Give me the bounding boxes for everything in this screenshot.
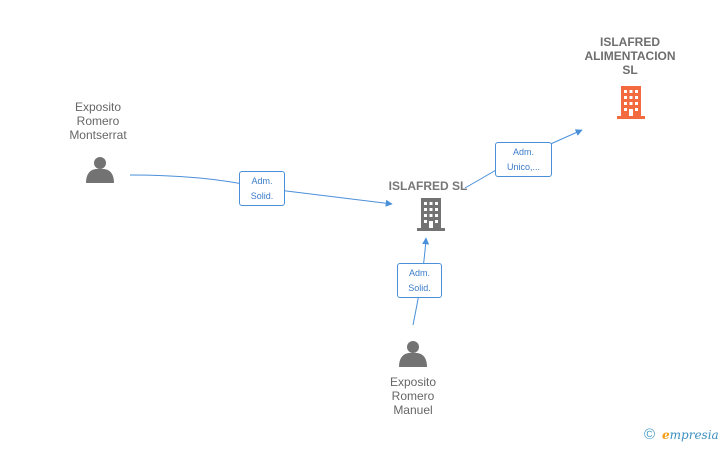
node-label-montserrat[interactable]: Exposito Romero Montserrat — [50, 100, 146, 142]
label-line: Manuel — [393, 403, 433, 417]
edge-label-alimentacion[interactable]: Adm. Unico,... — [495, 142, 552, 177]
edge-label-line: Adm. — [512, 147, 534, 157]
person-icon — [399, 341, 427, 367]
label-line: ISLAFRED SL — [388, 179, 468, 193]
label-line: Montserrat — [69, 128, 127, 142]
brand-name: mpresia — [669, 428, 719, 442]
node-label-islafred[interactable]: ISLAFRED SL — [382, 179, 474, 193]
label-line: ALIMENTACION — [584, 49, 676, 63]
label-line: ISLAFRED — [600, 35, 660, 49]
edge-label-line: Adm. — [408, 268, 430, 278]
label-line: Romero — [76, 114, 120, 128]
node-label-alimentacion[interactable]: ISLAFRED ALIMENTACION SL — [570, 35, 690, 77]
copyright-icon: © — [644, 426, 656, 443]
label-line: Exposito — [389, 375, 437, 389]
building-icon — [417, 198, 445, 231]
node-label-manuel[interactable]: Exposito Romero Manuel — [365, 375, 461, 417]
edge-label-montserrat[interactable]: Adm. Solid. — [239, 171, 285, 206]
label-line: Exposito — [74, 100, 122, 114]
person-icon — [86, 157, 114, 183]
edge-label-line: Solid. — [250, 191, 274, 201]
footer-brand[interactable]: © empresia — [638, 426, 728, 446]
label-line: SL — [622, 63, 638, 77]
edge-label-manuel[interactable]: Adm. Solid. — [397, 263, 442, 298]
label-line: Romero — [391, 389, 435, 403]
edge-label-line: Unico,... — [506, 162, 540, 172]
brand-initial: e — [662, 428, 670, 442]
brand-logo: empresia — [662, 428, 719, 442]
building-icon — [617, 86, 645, 119]
edge-label-line: Adm. — [251, 176, 273, 186]
edge-label-line: Solid. — [408, 283, 431, 293]
